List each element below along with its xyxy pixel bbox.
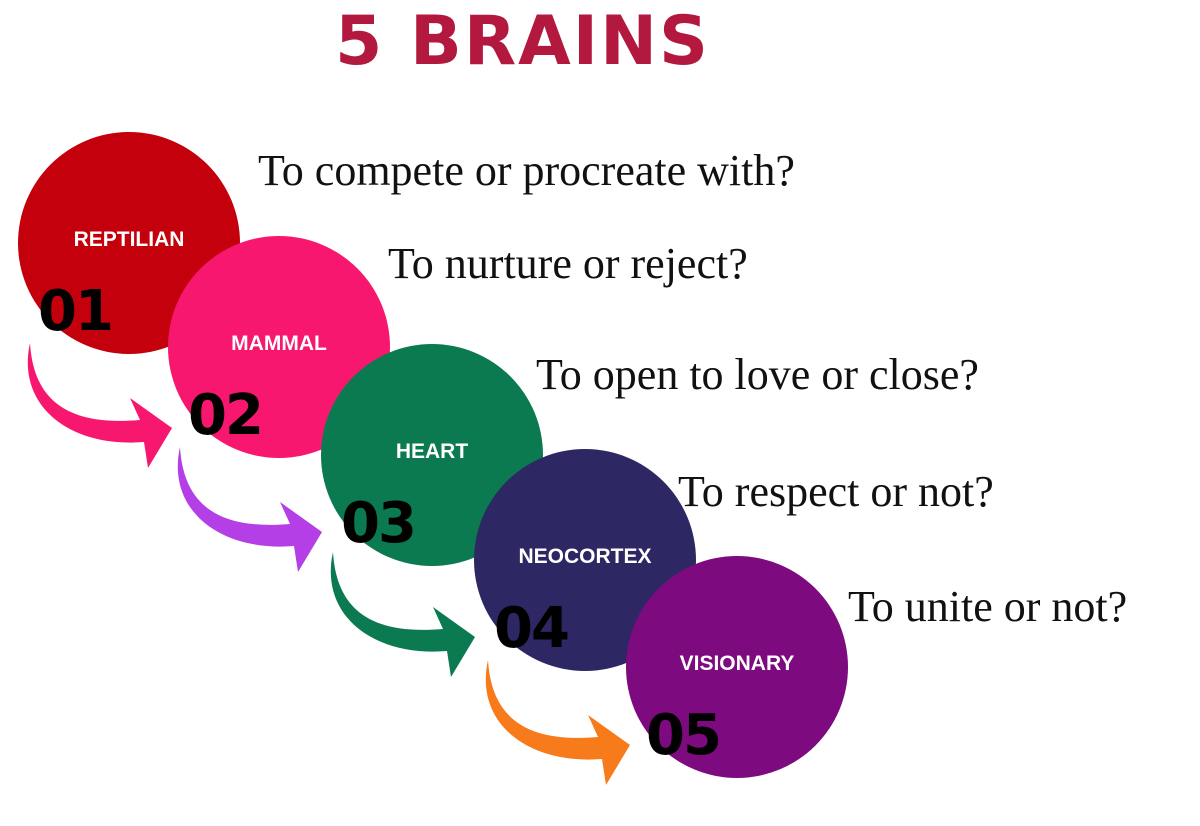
brain-number: 01 bbox=[38, 279, 114, 344]
brain-circle-visionary: VISIONARY 05 bbox=[626, 556, 848, 778]
brain-number: 03 bbox=[341, 491, 417, 556]
question-neocortex: To respect or not? bbox=[678, 467, 994, 516]
brain-number: 05 bbox=[646, 703, 722, 768]
brain-label: HEART bbox=[395, 440, 469, 463]
brain-number: 02 bbox=[188, 383, 264, 448]
brain-label: VISIONARY bbox=[679, 652, 795, 675]
curved-arrow-icon bbox=[177, 447, 322, 572]
brain-label: MAMMAL bbox=[231, 332, 327, 355]
curved-arrow-icon bbox=[485, 660, 630, 785]
question-visionary: To unite or not? bbox=[848, 582, 1128, 631]
question-reptilian: To compete or procreate with? bbox=[258, 146, 795, 195]
curved-arrow-icon bbox=[27, 343, 172, 468]
brain-label: NEOCORTEX bbox=[518, 545, 652, 568]
brain-number: 04 bbox=[494, 596, 570, 661]
question-heart: To open to love or close? bbox=[536, 350, 979, 399]
question-mammal: To nurture or reject? bbox=[388, 239, 748, 288]
brain-label: REPTILIAN bbox=[73, 228, 185, 251]
curved-arrow-icon bbox=[330, 552, 475, 677]
page-title: 5 BRAINS bbox=[335, 2, 710, 81]
